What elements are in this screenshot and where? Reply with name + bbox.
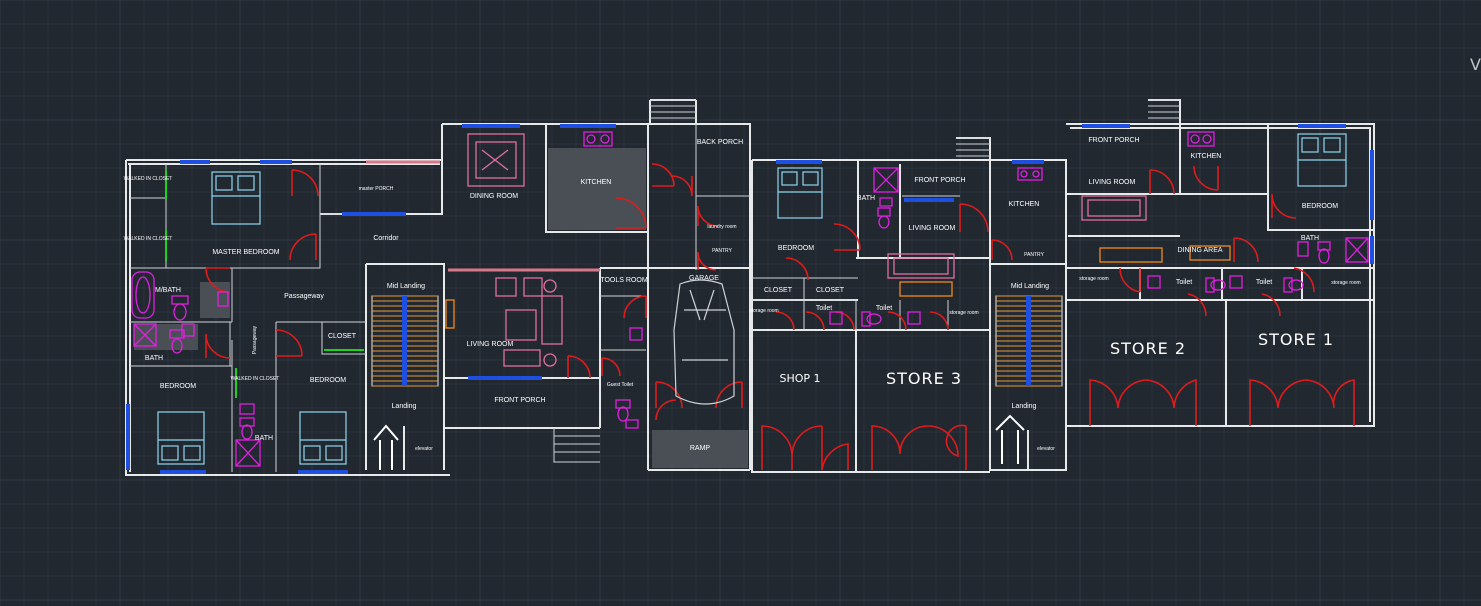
room-label: BEDROOM [160,383,196,390]
room-label: KITCHEN [581,179,612,186]
room-label: KITCHEN [1009,201,1040,208]
room-label: FRONT PORCH [914,177,965,184]
viewport-corner-text: V [1470,55,1481,74]
room-label: BEDROOM [1302,203,1338,210]
bed-icon [777,167,823,219]
room-label: DINING AREA [1177,247,1222,254]
windows [126,124,1374,474]
ramp-hatch [652,430,748,468]
room-label: DINING ROOM [470,193,518,200]
room-label: MASTER BEDROOM [212,249,279,256]
room-label: KITCHEN [1191,153,1222,160]
room-label: Passageway [252,325,258,354]
room-label: LIVING ROOM [909,225,956,232]
room-label: CLOSET [328,333,357,340]
room-label: Passageway [284,293,324,300]
room-label: Guest Toilet [607,382,634,388]
exterior-walls [125,99,1375,476]
shower-icon [133,167,1369,467]
room-label: STORE 2 [1110,339,1186,358]
up-arrow-icon [995,414,1025,464]
kitchen-counter-hatch [548,148,646,230]
toilet-icon [169,207,1331,440]
side-table-icon [445,299,455,329]
room-label: WALKED IN CLOSET [124,176,173,182]
room-label: storage room [949,310,978,316]
room-label: laundry room [707,224,736,230]
beds [157,133,1347,465]
room-label: LIVING ROOM [1089,179,1136,186]
room-label: WALKED IN CLOSET [231,376,280,382]
room-label: PANTRY [712,248,732,254]
room-label: BATH [255,435,273,442]
doors [165,163,1355,471]
room-label: FRONT PORCH [494,397,545,404]
room-label: master PORCH [359,186,394,192]
room-label: Landing [392,403,417,410]
room-label: elevator [1037,446,1055,452]
room-label: storage room [1331,280,1360,286]
room-label: Toilet [1176,279,1192,286]
sink-icon [181,131,1309,429]
room-label: FRONT PORCH [1088,137,1139,144]
room-label: PANTRY [1024,252,1044,258]
room-label: WALKED IN CLOSET [124,236,173,242]
car-icon [673,279,735,405]
room-label: BATH [1301,235,1319,242]
room-labels: WALKED IN CLOSET WALKED IN CLOSET MASTER… [124,137,1361,452]
room-label: M/BATH [155,287,181,294]
room-label: Mid Landing [387,283,425,290]
room-label: Toilet [816,305,832,312]
room-label: Mid Landing [1011,283,1049,290]
room-label: storage room [749,308,778,314]
room-label: SHOP 1 [779,372,820,385]
bathtub-icon [131,271,155,319]
furniture [131,131,1369,467]
bed-icon [1297,133,1347,187]
room-label: CLOSET [816,287,845,294]
exterior-steps [553,99,1180,463]
dining-table-icon [467,133,525,187]
room-label: GARAGE [689,275,719,282]
room-label: CLOSET [764,287,793,294]
sofa-set-icon [495,277,563,367]
bath-floor-hatch [200,282,230,318]
stair-left [371,295,439,387]
up-arrow-icon [373,424,399,470]
room-label: TOOLS ROOM [600,277,647,284]
stair-right [995,295,1063,387]
room-label: BACK PORCH [697,139,743,146]
coffee-table-icon [899,245,1231,297]
room-label: BEDROOM [310,377,346,384]
interior-walls [130,124,960,472]
room-label: Toilet [1256,279,1272,286]
floor-plan[interactable]: WALKED IN CLOSET WALKED IN CLOSET MASTER… [124,99,1375,476]
room-label: RAMP [690,445,711,452]
bed-icon [157,411,205,465]
room-label: BATH [145,355,163,362]
room-label: elevator [415,446,433,452]
room-label: storage room [1079,276,1108,282]
room-label: Corridor [373,235,399,242]
room-label: STORE 1 [1258,330,1334,349]
room-label: Landing [1012,403,1037,410]
room-label: Toilet [876,305,892,312]
room-label: BATH [857,195,875,202]
room-label: BEDROOM [778,245,814,252]
bed-icon [211,171,261,225]
room-label: STORE 3 [886,369,962,388]
living-sofa-icon [887,195,1147,279]
bed-icon [299,411,347,465]
room-label: LIVING ROOM [467,341,514,348]
